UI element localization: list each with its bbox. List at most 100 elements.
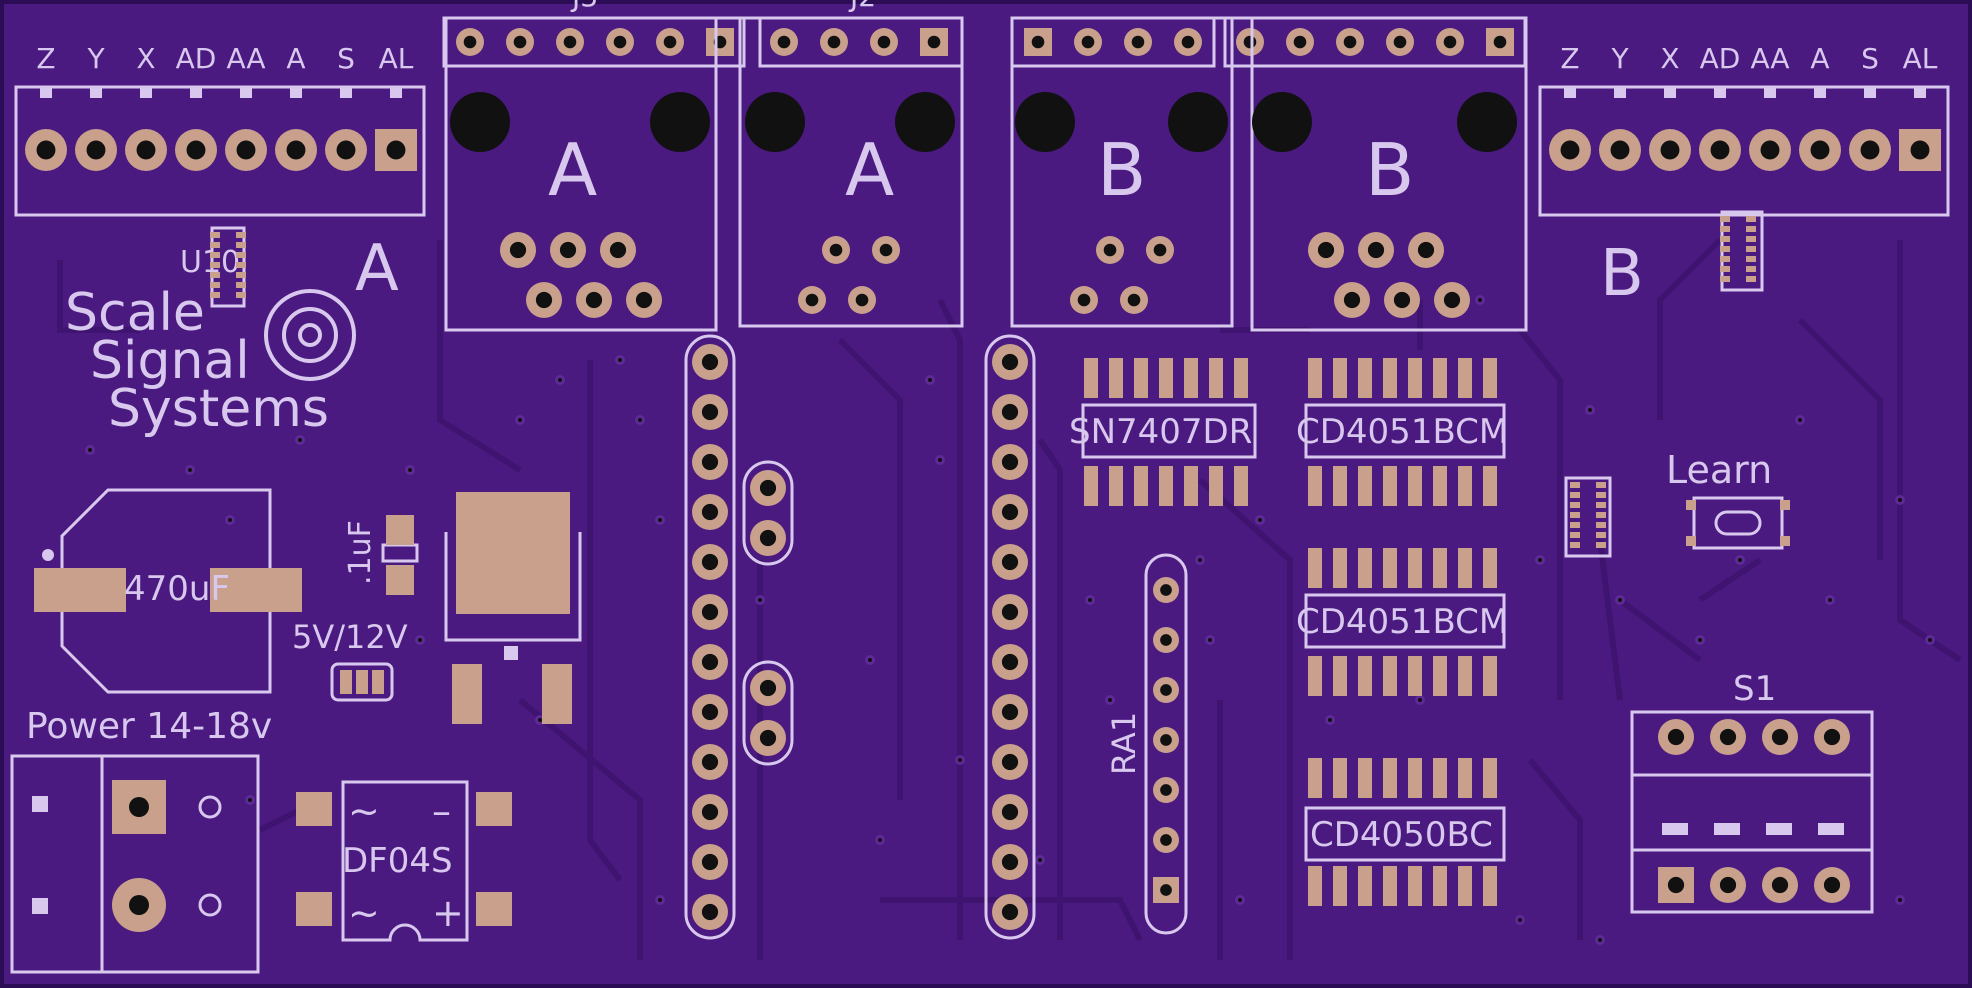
ic-pad [1308, 656, 1322, 696]
smd-pad [236, 292, 246, 298]
smd-pad [1570, 532, 1580, 538]
terminal-pin-label: A [286, 42, 305, 75]
trace [1698, 557, 1762, 603]
s1-pin-drill [1719, 876, 1737, 894]
ic-pad [1483, 466, 1497, 506]
capacitor-470uf: 470uF [34, 488, 302, 694]
terminal-tab [40, 88, 52, 98]
learn-label: Learn [1666, 448, 1772, 492]
ic-pad [1458, 758, 1472, 798]
ic-pad [1433, 656, 1447, 696]
trace [57, 260, 140, 333]
rj-pin-drill [535, 291, 553, 309]
rj-pin-drill [1443, 291, 1461, 309]
rj-jack-3-label: B [1097, 128, 1146, 212]
ic-pad [1308, 548, 1322, 588]
pin-row-outline [742, 660, 794, 766]
terminal-pin-label: X [136, 42, 155, 75]
terminal-tab [1864, 88, 1876, 98]
via-drill [1328, 718, 1332, 722]
row-pin-drill [1001, 903, 1019, 921]
trace [518, 697, 643, 960]
smd-pad [1570, 492, 1580, 498]
smd-pad [210, 232, 220, 238]
ic-pad [1308, 866, 1322, 906]
trace [1037, 438, 1063, 940]
voltage-regulator [444, 492, 582, 724]
trace [437, 240, 522, 473]
jumper-5v-12v: 5V/12V [292, 618, 408, 702]
row-pin-drill [1001, 653, 1019, 671]
terminal-pin-label: AA [1750, 42, 1789, 75]
terminal-pin-pad-drill [1710, 140, 1730, 160]
row-pin-drill [701, 553, 719, 571]
smd-pad [210, 252, 220, 258]
row-pin-drill [701, 853, 719, 871]
row-pin-drill [759, 529, 777, 547]
smd-pad [1596, 492, 1606, 498]
terminal-tab [340, 88, 352, 98]
row-pin-drill [701, 753, 719, 771]
ic-pad [1333, 466, 1347, 506]
trace [1618, 597, 1702, 663]
small-part-top-right [1720, 210, 1764, 292]
row-pin-drill [1001, 553, 1019, 571]
ic-pad [1308, 358, 1322, 398]
ic-pad [1234, 466, 1248, 506]
header-pin-drill [1393, 35, 1407, 49]
header-pin-drill [513, 35, 527, 49]
terminal-pin-label: AA [226, 42, 265, 75]
terminal-right-letter: B [1600, 237, 1644, 311]
row-pin-drill [701, 703, 719, 721]
cap-470uf-label: 470uF [124, 569, 230, 609]
ic-pad [1333, 548, 1347, 588]
rj-pin-drill [509, 241, 527, 259]
rj-pin-drill [1393, 291, 1411, 309]
resistor-array-ra1: RA1 [1105, 553, 1188, 935]
row-pin-drill [1001, 803, 1019, 821]
ic-pad [1433, 548, 1447, 588]
terminal-pin-label: A [1810, 42, 1829, 75]
ic-pad [1109, 466, 1123, 506]
ic-pad [1483, 358, 1497, 398]
ic-pad [1408, 866, 1422, 906]
capacitor-0-1uf: .1uF [343, 515, 419, 595]
terminal-pin-label: S [1861, 42, 1879, 75]
s1-pin-drill [1823, 876, 1841, 894]
via-drill [758, 598, 762, 602]
terminal-pin-pad-drill [1660, 140, 1680, 160]
ic-pad [1333, 866, 1347, 906]
smd-pad [1746, 266, 1756, 272]
bridge-ac2: ~ [348, 891, 380, 935]
terminal-pin-label: AD [1700, 42, 1741, 75]
s1-label: S1 [1733, 669, 1776, 709]
rj-jack-4-label: B [1365, 128, 1414, 212]
logo-line1: Scale [65, 283, 205, 343]
smd-pad [1720, 236, 1730, 242]
header-pin-drill [1493, 35, 1507, 49]
header-pin-drill [1131, 35, 1145, 49]
ic-pad [1084, 358, 1098, 398]
via-drill [1038, 858, 1042, 862]
smd-pad [1746, 246, 1756, 252]
row-pin-drill [1001, 753, 1019, 771]
terminal-pin-pad-drill [136, 140, 156, 160]
ic-pad [1358, 358, 1372, 398]
small-header-1 [742, 460, 794, 566]
smd-pad [1720, 226, 1730, 232]
rj-jack-1: A [444, 16, 718, 332]
jumper-label: 5V/12V [292, 618, 408, 656]
trace [1597, 539, 1623, 701]
ic-pad [1483, 656, 1497, 696]
terminal-pin-label: AL [379, 42, 414, 75]
terminal-tab [90, 88, 102, 98]
logo-line2: Signal [90, 331, 250, 391]
via-drill [1898, 898, 1902, 902]
header-pin-drill [777, 35, 791, 49]
rj-pin-drill [1103, 243, 1117, 257]
rj-pin-drill [559, 241, 577, 259]
s1-pin-drill [1667, 728, 1685, 746]
